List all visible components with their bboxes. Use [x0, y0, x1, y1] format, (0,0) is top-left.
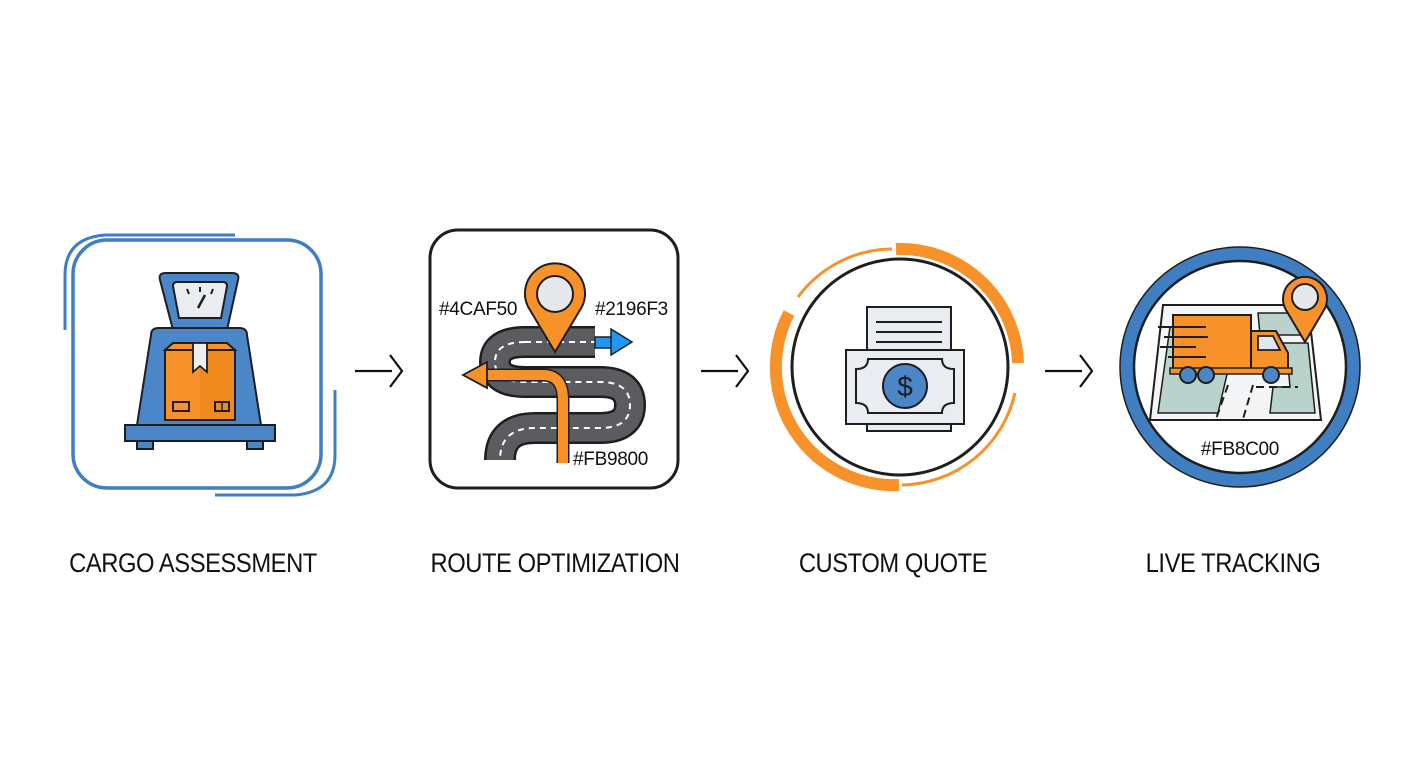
annotation-blue: #2196F3: [595, 299, 668, 320]
delivery-truck-icon: [1158, 314, 1293, 384]
blue-route-arrow: [594, 327, 634, 357]
weighing-scale-icon: [124, 272, 276, 450]
step-label-live-tracking: LIVE TRACKING: [1145, 548, 1321, 578]
cargo-assessment-icon-frame: [63, 233, 337, 497]
arrow-right-icon: [1045, 354, 1094, 388]
annotation-green: #4CAF50: [439, 299, 517, 320]
annotation-orange: #FB8C00: [1201, 439, 1279, 460]
dollar-sign-icon: $: [897, 371, 913, 402]
step-label-cargo-assessment: CARGO ASSESSMENT: [69, 548, 317, 578]
step-label-custom-quote: CUSTOM QUOTE: [798, 548, 988, 578]
orange-route-arrow: [461, 360, 570, 463]
arrow-right-icon: [701, 354, 750, 388]
location-pin-icon: [1282, 275, 1328, 344]
route-optimization-icon-frame: #4CAF50 #2196F3 #FB9800: [428, 228, 680, 490]
annotation-orange: #FB9800: [573, 449, 648, 470]
step-label-route-optimization: ROUTE OPTIMIZATION: [430, 548, 680, 578]
package-box-icon: [162, 342, 238, 421]
map-pin-icon: [524, 262, 586, 354]
arrow-right-icon: [355, 354, 404, 388]
custom-quote-icon-frame: $: [769, 242, 1024, 492]
live-tracking-icon-frame: #FB8C00: [1119, 246, 1361, 488]
winding-road-icon: [461, 262, 647, 463]
invoice-dollar-icon: $: [845, 306, 965, 432]
